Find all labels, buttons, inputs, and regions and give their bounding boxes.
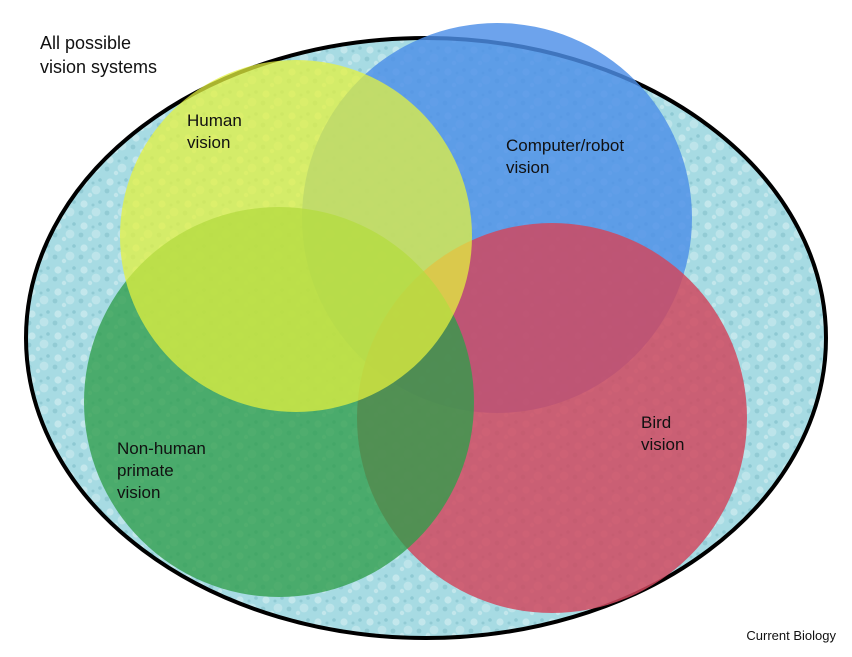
bird-vision-label: Bird vision: [641, 413, 685, 454]
primate-vision-label: Non-human primate vision: [117, 439, 206, 502]
human-vision-circle: [120, 60, 472, 412]
computer-vision-label: Computer/robot vision: [506, 136, 625, 177]
journal-credit: Current Biology: [746, 628, 836, 643]
human-vision-label: Human vision: [187, 111, 242, 152]
outer-set-label: All possible vision systems: [40, 33, 158, 77]
